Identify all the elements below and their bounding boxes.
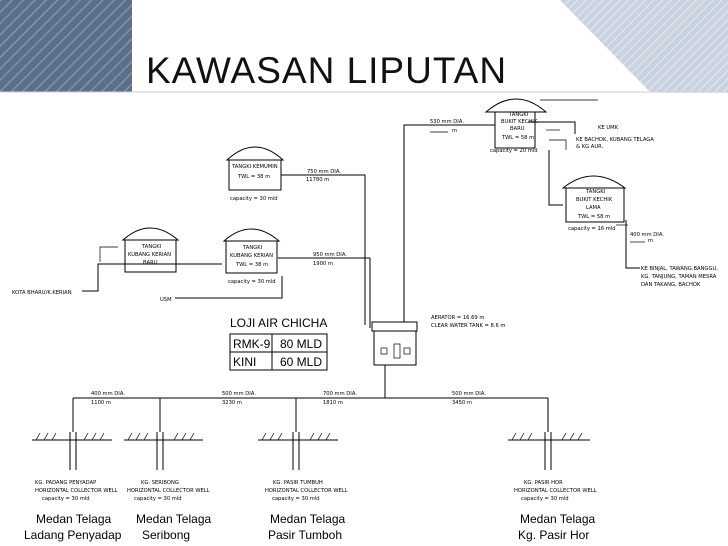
well-2-loc2: Seribong — [142, 528, 190, 542]
table-row1-value: 80 MLD — [280, 337, 322, 351]
well-4-capacity: capacity = 30 mld — [521, 496, 569, 502]
pipe-950-len: 1900 m — [313, 261, 333, 267]
dest-binjal-3: DAN TAKANG, BACHOK — [641, 282, 701, 288]
tank-kemumin-name: TANGKI KEMUMIN — [231, 164, 278, 170]
pipe-labels: 530 mm DIA. m 750 mm DIA. 11780 m 950 mm… — [91, 119, 664, 406]
tank-bkl-twl: TWL = 58 m — [577, 214, 610, 220]
pipe-950-dia: 950 mm DIA. — [313, 252, 347, 258]
well-padang-penyadap: KG. PADANG PENYADAP HORIZONTAL COLLECTOR… — [24, 432, 122, 542]
well-2-loc1: Medan Telaga — [136, 512, 211, 526]
tank-kk-capacity: capacity = 30 mld — [228, 279, 276, 285]
tank-kkb-l3: BARU — [143, 260, 158, 266]
pipe-700-len: 1810 m — [323, 400, 343, 406]
tank-kubang-kerian: TANGKI KUBANG KERIAN TWL = 38 m capacity… — [222, 228, 281, 285]
dest-umk: KE UMK — [598, 125, 619, 131]
pipe-500b-len: 3450 m — [452, 400, 472, 406]
dest-bachok-1: KE BACHOK, KUBANG TELAGA — [576, 137, 654, 143]
well-4-loc2: Kg. Pasir Hor — [518, 528, 589, 542]
pipe-400r-dia: 400 mm DIA. — [630, 232, 664, 238]
well-1-name: KG. PADANG PENYADAP — [35, 480, 96, 486]
tank-bukit-kechik-baru: TANGKI BUKIT KECHIK BARU TWL = 58 m capa… — [484, 98, 548, 154]
tank-kk-twl: TWL = 38 m — [235, 262, 268, 268]
well-4-name: KG. PASIR HOR — [524, 480, 563, 486]
plant-loji-air-chicha: LOJI AIR CHICHA RMK-9 80 MLD KINI 60 MLD… — [229, 315, 505, 371]
tank-bkb-l1: TANGKI — [508, 112, 529, 118]
pipe-400-dia: 400 mm DIA. — [91, 391, 125, 397]
well-pasir-hor: KG. PASIR HOR HORIZONTAL COLLECTOR WELL … — [508, 432, 597, 542]
table-row2-value: 60 MLD — [280, 355, 322, 369]
well-1-loc1: Medan Telaga — [36, 512, 111, 526]
well-4-loc1: Medan Telaga — [520, 512, 595, 526]
pipe-500a-len: 3230 m — [222, 400, 242, 406]
pipe-500a-dia: 500 mm DIA. — [222, 391, 256, 397]
tank-kk-l1: TANGKI — [242, 245, 263, 251]
tank-bkl-l1: TANGKI — [585, 189, 606, 195]
well-4-type: HORIZONTAL COLLECTOR WELL — [514, 488, 597, 494]
plant-name: LOJI AIR CHICHA — [230, 316, 327, 330]
tank-kkb-l2: KUBANG KERIAN — [128, 252, 171, 258]
tank-bukit-kechik-lama: TANGKI BUKIT KECHIK LAMA TWL = 58 m capa… — [561, 175, 627, 232]
well-3-loc2: Pasir Tumboh — [268, 528, 342, 542]
well-3-loc1: Medan Telaga — [270, 512, 345, 526]
tank-kubang-kerian-baru: TANGKI KUBANG KERIAN BARU — [121, 227, 180, 273]
tank-kk-l2: KUBANG KERIAN — [230, 253, 273, 259]
pipe-500b-dia: 500 mm DIA. — [452, 391, 486, 397]
well-2-name: KG. SERIBONG — [141, 480, 179, 486]
well-2-capacity: capacity = 30 mld — [134, 496, 182, 502]
pipe-530-len: m — [452, 128, 457, 134]
well-1-type: HORIZONTAL COLLECTOR WELL — [35, 488, 118, 494]
tank-bkb-capacity: capacity = 20 mld — [490, 148, 538, 154]
well-3-capacity: capacity = 30 mld — [272, 496, 320, 502]
tank-bkl-l2: BUKIT KECHIK — [576, 197, 613, 203]
pipe-750-dia: 750 mm DIA. — [307, 169, 341, 175]
well-2-type: HORIZONTAL COLLECTOR WELL — [127, 488, 210, 494]
dest-bachok-2: & KG AUR. — [576, 144, 604, 150]
tank-bkb-l3: BARU — [510, 126, 525, 132]
tank-kemumin-twl: TWL = 38 m — [237, 174, 270, 180]
header-stripe-left — [0, 0, 132, 92]
header-stripe-right — [560, 0, 728, 92]
table-row1-label: RMK-9 — [233, 337, 271, 351]
well-seribong: KG. SERIBONG HORIZONTAL COLLECTOR WELL c… — [124, 432, 211, 542]
well-1-capacity: capacity = 30 mld — [42, 496, 90, 502]
table-row2-label: KINI — [233, 355, 256, 369]
dest-binjal-2: KG. TANJUNG, TAMAN MESRA — [641, 274, 717, 280]
well-3-type: HORIZONTAL COLLECTOR WELL — [265, 488, 348, 494]
pipe-network — [72, 99, 640, 432]
pipe-750-len: 11780 m — [306, 177, 329, 183]
pipe-530 — [403, 124, 495, 322]
tank-bkl-l3: LAMA — [586, 205, 601, 211]
tank-kkb-l1: TANGKI — [141, 244, 162, 250]
tank-bkb-l2: BUKIT KECHIK — [501, 119, 538, 125]
pipe-700-dia: 700 mm DIA. — [323, 391, 357, 397]
tank-kemumin-capacity: capacity = 30 mld — [230, 196, 278, 202]
tank-bkl-capacity: capacity = 16 mld — [568, 226, 616, 232]
plant-clear-water: CLEAR WATER TANK = 8.6 m — [431, 323, 505, 329]
dest-usm: USM — [160, 297, 172, 303]
tank-kemumin: TANGKI KEMUMIN TWL = 38 m capacity = 30 … — [225, 146, 285, 202]
plant-aerator: AERATOR = 16.69 m — [431, 315, 484, 321]
dest-binjal-1: KE BINJAL, TAWANG,BANGGU, — [641, 266, 718, 272]
tank-bkb-twl: TWL = 58 m — [501, 135, 534, 141]
dest-kota-bharu: KOTA BHARU/K.KERIAN — [12, 290, 72, 296]
well-pasir-tumbuh: KG. PASIR TUMBUH HORIZONTAL COLLECTOR WE… — [258, 432, 348, 542]
well-3-name: KG. PASIR TUMBUH — [273, 480, 323, 486]
pipe-400-len: 1100 m — [91, 400, 111, 406]
well-1-loc2: Ladang Penyadap — [24, 528, 122, 542]
pipe-400r-len: m — [648, 238, 653, 244]
slide-title: KAWASAN LIPUTAN — [146, 50, 507, 91]
pipe-530-dia: 530 mm DIA. — [430, 119, 464, 125]
destinations: KE UMK KE BACHOK, KUBANG TELAGA & KG AUR… — [12, 125, 718, 303]
